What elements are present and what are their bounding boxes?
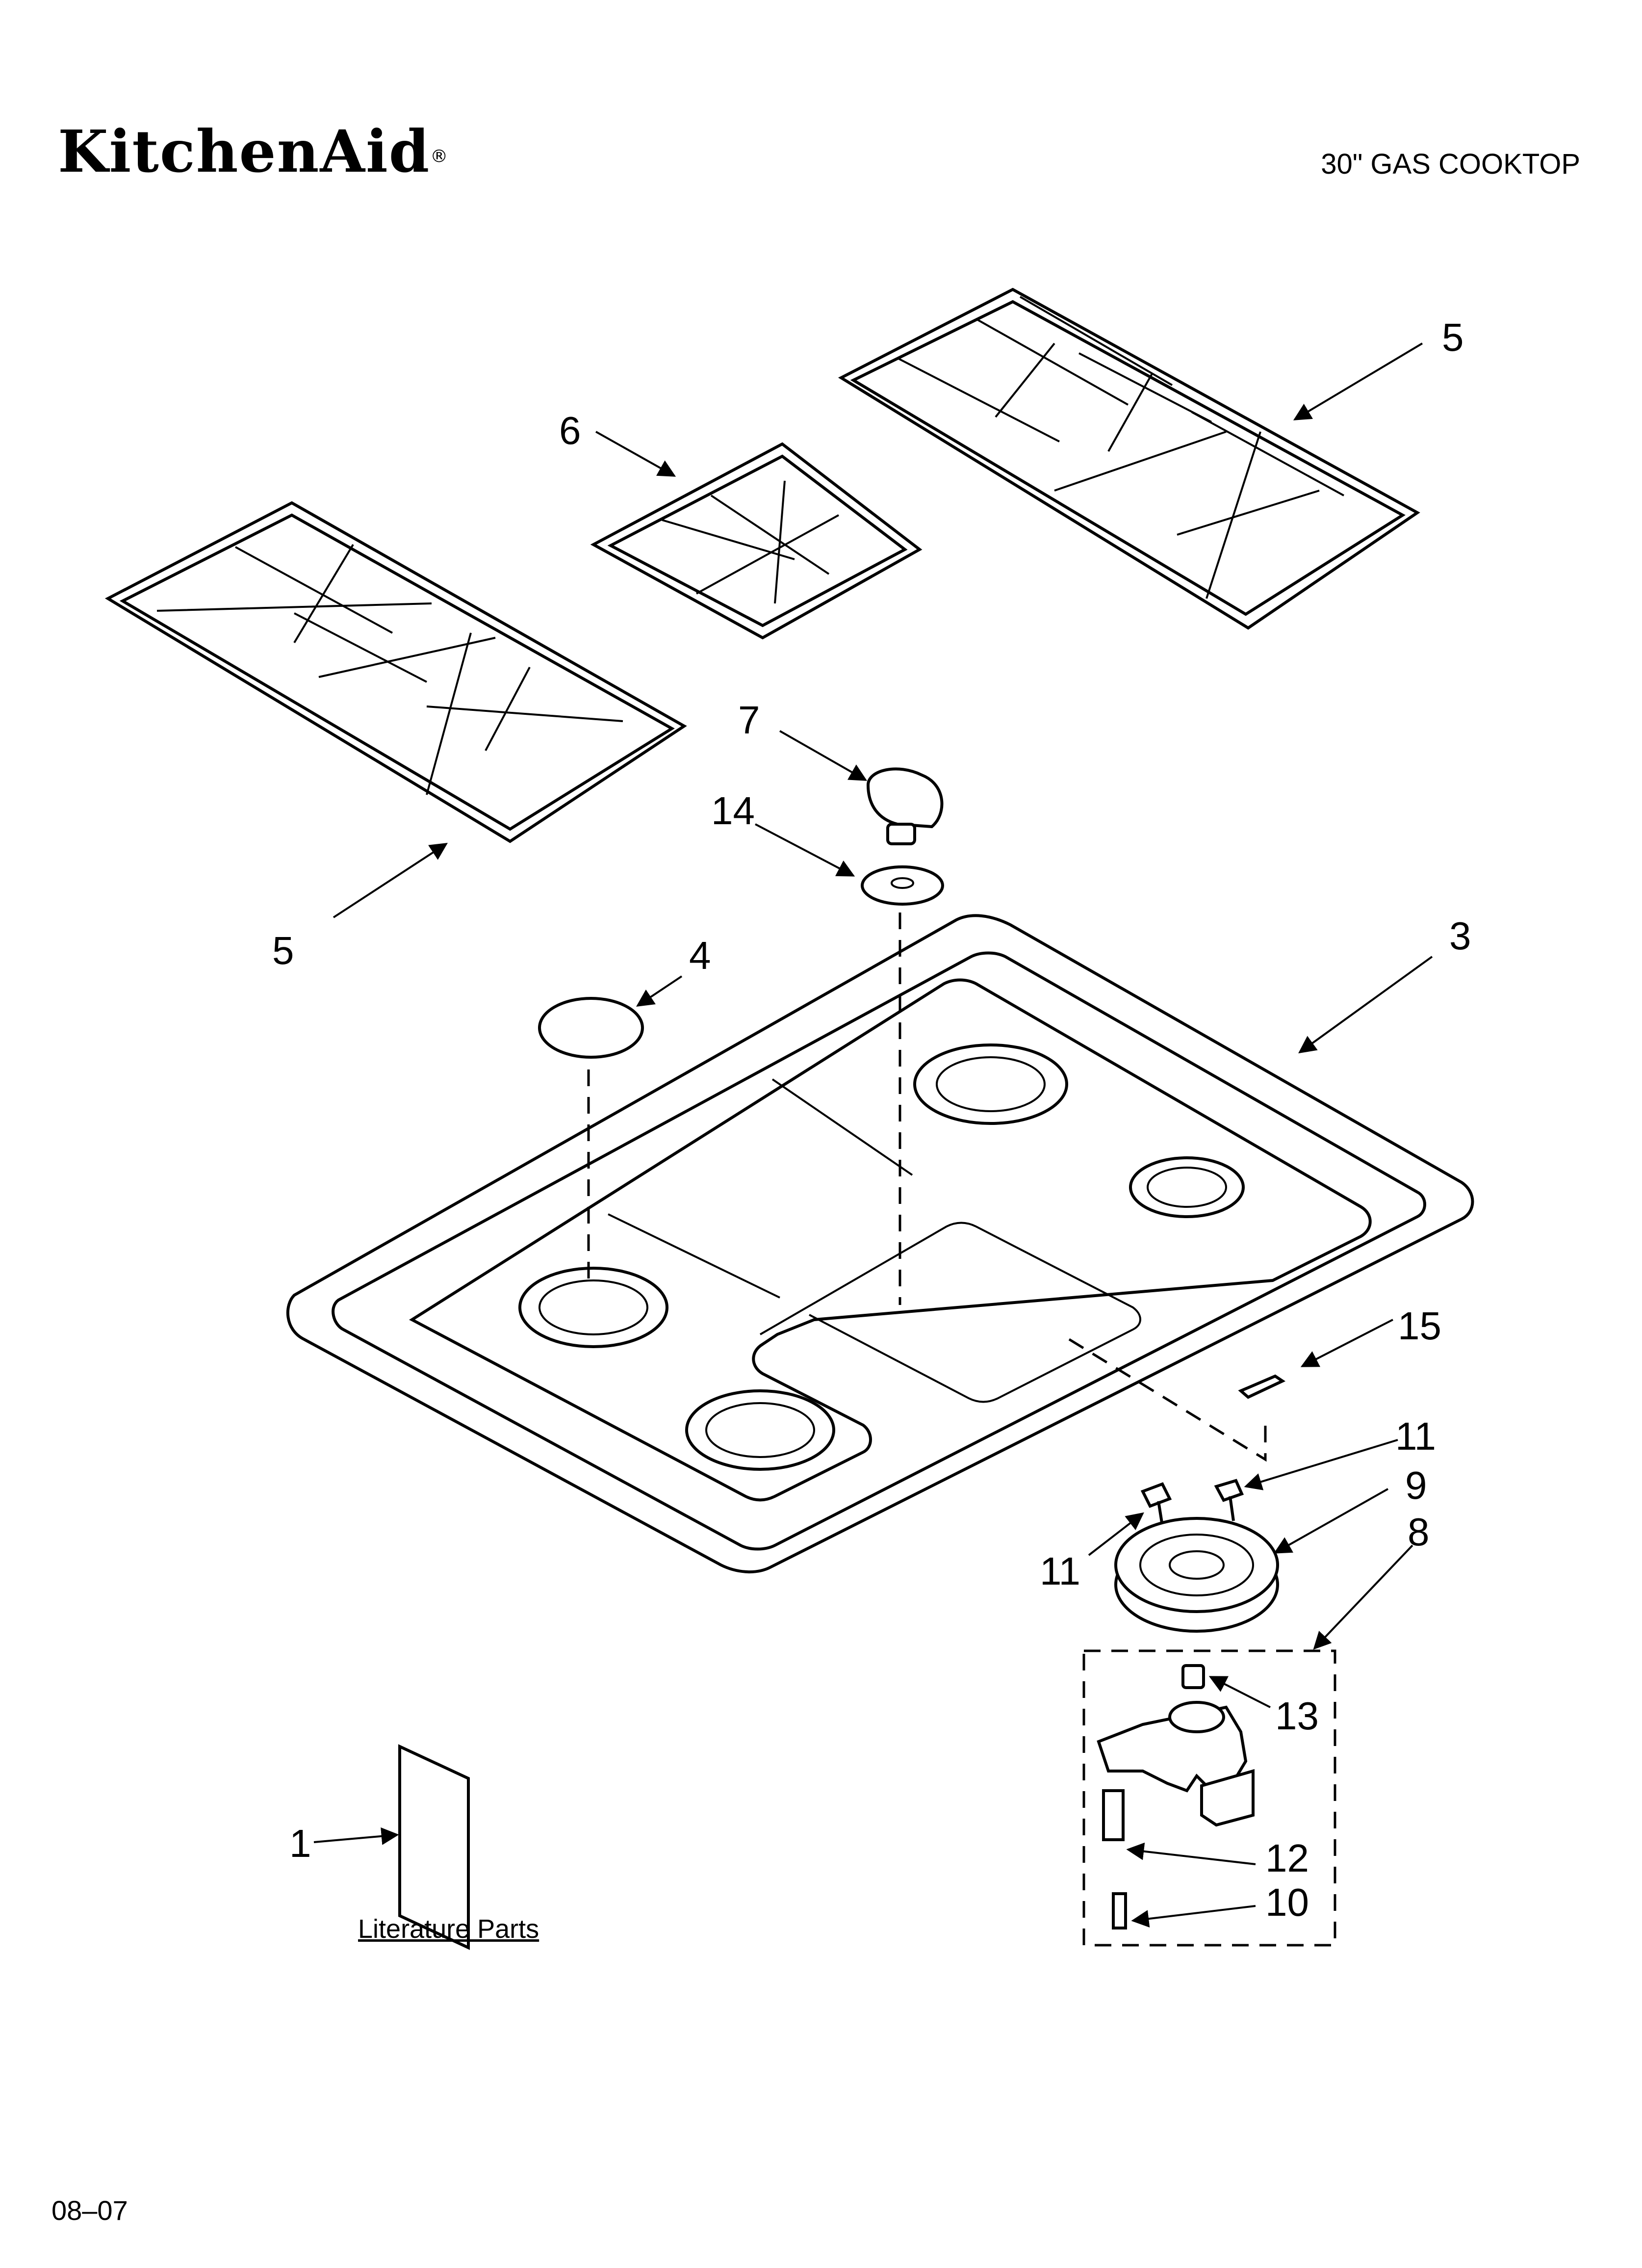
callout-4: 4 — [689, 934, 711, 977]
callout-7: 7 — [738, 698, 760, 742]
brand-name: KitchenAid — [58, 117, 431, 185]
registered-mark: ® — [430, 146, 449, 167]
alignment-line-badge — [1068, 1338, 1267, 1462]
burner-assembly-box — [1082, 1649, 1336, 1947]
callout-8: 8 — [1408, 1510, 1430, 1554]
burner-cap — [538, 997, 644, 1059]
callout-12: 12 — [1265, 1836, 1309, 1880]
callout-10: 10 — [1265, 1880, 1309, 1924]
screw-left — [1140, 1482, 1172, 1526]
callout-6: 6 — [559, 409, 581, 452]
literature-booklet — [398, 1744, 470, 1950]
callout-9: 9 — [1405, 1463, 1427, 1507]
callout-11-right: 11 — [1395, 1414, 1436, 1458]
callout-3: 3 — [1449, 914, 1471, 958]
model-badge — [1238, 1374, 1286, 1399]
grate-left — [104, 501, 687, 843]
knob-bezel — [861, 865, 944, 906]
callout-15: 15 — [1398, 1304, 1441, 1348]
date-code: 08–07 — [51, 2195, 128, 2226]
burner-base — [1114, 1517, 1279, 1633]
control-knob — [866, 767, 944, 845]
leader-lines — [313, 342, 1433, 1928]
callout-14: 14 — [711, 789, 755, 833]
cooktop-main-top — [286, 914, 1474, 1573]
callout-1: 1 — [289, 1822, 311, 1865]
grate-right — [838, 287, 1420, 630]
burner-valve-assembly — [1097, 1664, 1255, 1929]
brand-logo: KitchenAid® — [58, 123, 449, 181]
model-title: 30" GAS COOKTOP — [1321, 148, 1580, 180]
screw-right — [1214, 1479, 1244, 1521]
callout-5-right: 5 — [1442, 315, 1464, 359]
knob-bezel-hole — [891, 877, 914, 889]
callout-13: 13 — [1275, 1694, 1319, 1738]
grate-center — [590, 442, 923, 640]
callout-11-left: 11 — [1040, 1549, 1080, 1593]
literature-parts-label: Literature Parts — [358, 1914, 539, 1944]
callout-5-left: 5 — [272, 929, 294, 972]
